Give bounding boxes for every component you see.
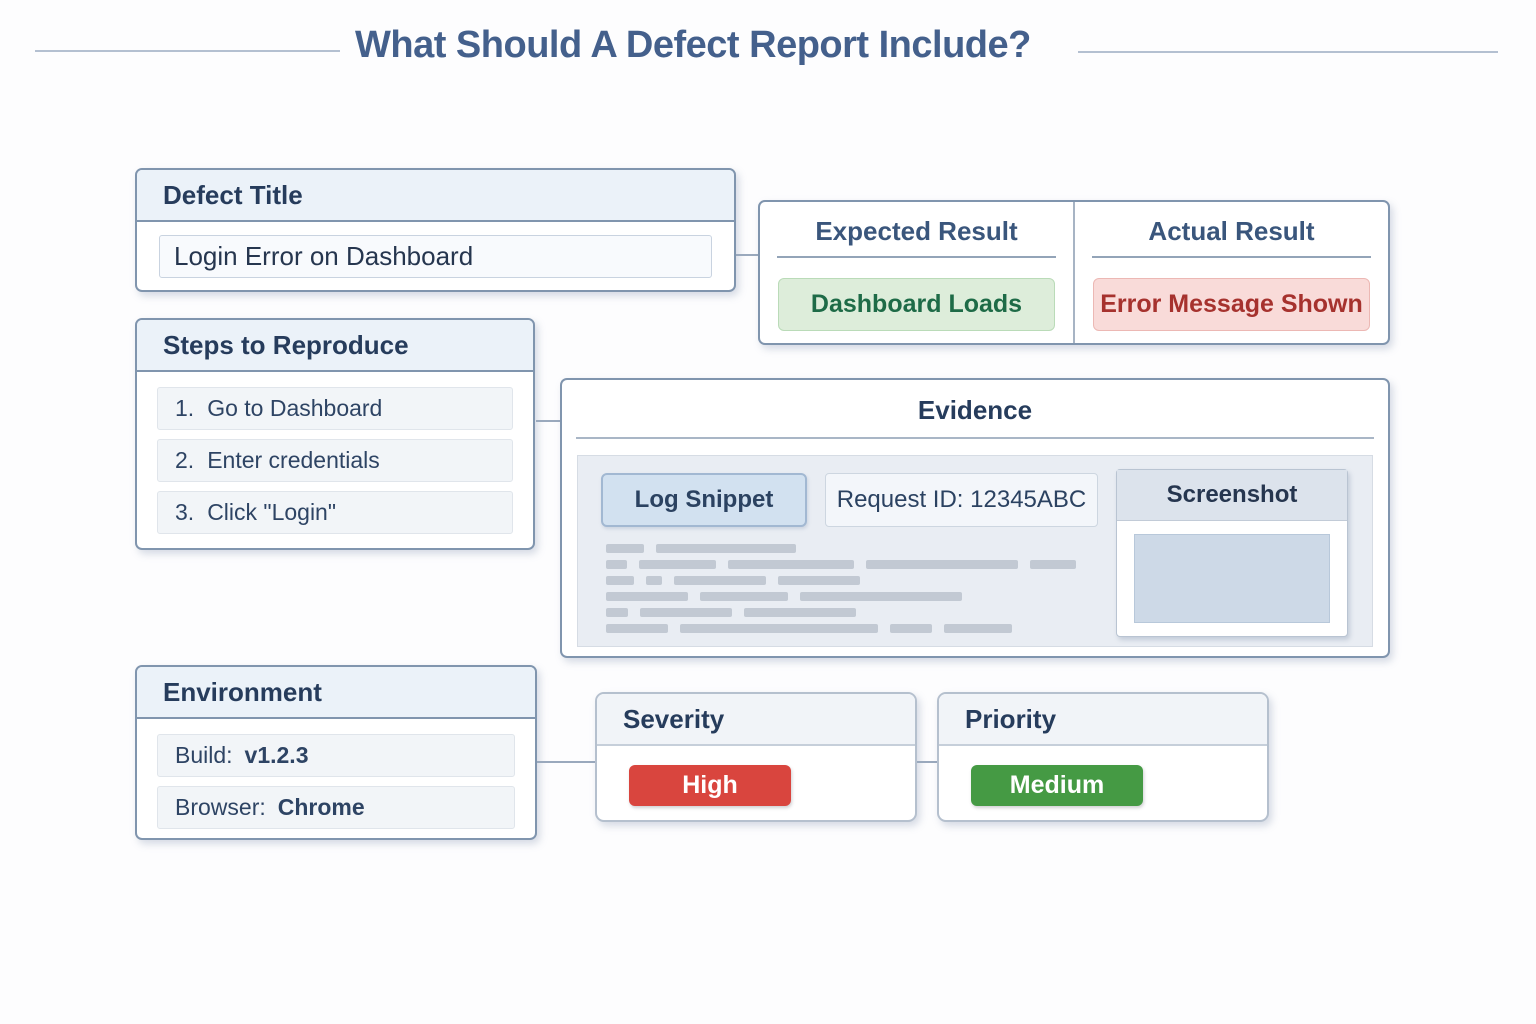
title-rule-right — [1078, 51, 1498, 53]
defect-title-input[interactable]: Login Error on Dashboard — [159, 235, 712, 278]
connector-severity-to-priority — [917, 761, 937, 763]
priority-badge: Medium — [971, 765, 1143, 806]
results-panel: Expected Result Dashboard Loads Actual R… — [758, 200, 1390, 345]
environment-row-browser: Browser: Chrome — [157, 786, 515, 829]
evidence-panel: Evidence Log Snippet Request ID: 12345AB… — [560, 378, 1390, 658]
title-rule-left — [35, 50, 340, 52]
evidence-content: Log Snippet Request ID: 12345ABC Screens… — [577, 454, 1373, 647]
severity-header: Severity — [597, 694, 915, 746]
step-number: 3. — [175, 499, 195, 525]
request-id-box: Request ID: 12345ABC — [825, 472, 1098, 527]
step-text: Go to Dashboard — [207, 395, 383, 421]
actual-result-heading: Actual Result — [1148, 216, 1315, 246]
environment-label: Build: — [175, 742, 233, 768]
severity-badge: High — [629, 765, 791, 806]
step-item-1: 1. Go to Dashboard — [157, 387, 513, 430]
step-text: Enter credentials — [207, 447, 380, 473]
evidence-header: Evidence — [917, 395, 1033, 425]
environment-value: v1.2.3 — [244, 742, 309, 768]
connector-steps-to-evidence — [536, 420, 560, 422]
expected-result-column: Expected Result Dashboard Loads — [760, 202, 1075, 343]
log-snippet-button[interactable]: Log Snippet — [601, 472, 807, 527]
environment-label: Browser: — [175, 794, 266, 820]
connector-environment-to-severity — [537, 761, 595, 763]
environment-row-build: Build: v1.2.3 — [157, 734, 515, 777]
step-item-3: 3. Click "Login" — [157, 491, 513, 534]
steps-panel: Steps to Reproduce 1. Go to Dashboard 2.… — [135, 318, 535, 550]
expected-result-rule — [777, 256, 1056, 258]
connector-defect-to-results — [736, 254, 758, 256]
environment-panel: Environment Build: v1.2.3 Browser: Chrom… — [135, 665, 537, 840]
step-text: Click "Login" — [207, 499, 337, 525]
step-number: 2. — [175, 447, 195, 473]
actual-result-value: Error Message Shown — [1093, 278, 1370, 331]
expected-result-value: Dashboard Loads — [778, 278, 1055, 331]
steps-header: Steps to Reproduce — [137, 320, 533, 372]
actual-result-rule — [1092, 256, 1371, 258]
defect-title-header: Defect Title — [137, 170, 734, 222]
page-title: What Should A Defect Report Include? — [355, 24, 1031, 66]
screenshot-header: Screenshot — [1117, 469, 1347, 521]
screenshot-placeholder-image — [1134, 533, 1330, 623]
step-number: 1. — [175, 395, 195, 421]
severity-panel: Severity High — [595, 692, 917, 822]
priority-header: Priority — [939, 694, 1267, 746]
environment-value: Chrome — [277, 794, 365, 820]
actual-result-column: Actual Result Error Message Shown — [1075, 202, 1388, 343]
environment-header: Environment — [137, 667, 535, 719]
screenshot-card: Screenshot — [1116, 468, 1348, 637]
defect-title-panel: Defect Title Login Error on Dashboard — [135, 168, 736, 292]
priority-panel: Priority Medium — [937, 692, 1269, 822]
step-item-2: 2. Enter credentials — [157, 439, 513, 482]
log-skeleton-lines — [606, 543, 1077, 640]
expected-result-heading: Expected Result — [815, 216, 1018, 246]
evidence-rule — [576, 437, 1374, 439]
